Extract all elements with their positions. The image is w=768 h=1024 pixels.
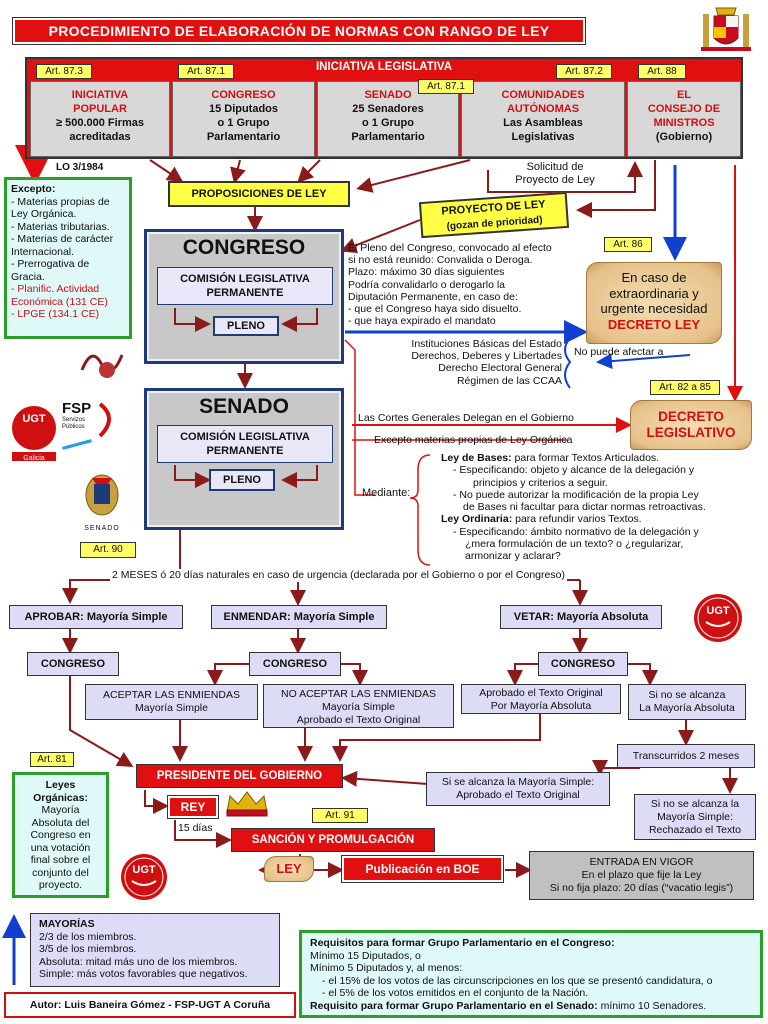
art-tag: Art. 90 [80,542,136,558]
ugt-logo-icon: UGT [119,852,169,902]
iniciativa-gobierno: EL CONSEJO DE MINISTROS (Gobierno) [627,81,741,157]
art-tag: Art. 81 [30,752,74,767]
page-title: PROCEDIMIENTO DE ELABORACIÓN DE NORMAS C… [12,17,586,45]
art-tag: Art. 88 [638,64,686,79]
no-afectar-text: No puede afectar a [574,346,664,358]
coat-of-arms-icon [700,4,752,54]
lo-label: LO 3/1984 [56,162,104,173]
excepto-item: - Materias de carácter Internacional. [11,233,114,258]
si-alcanza-simple-box: Si se alcanza la Mayoría Simple:Aprobado… [426,772,610,806]
cortes-text: Las Cortes Generales Delegan en el Gobie… [358,412,574,424]
art-tag: Art. 91 [312,808,368,823]
aprobar-box: APROBAR: Mayoría Simple [9,605,183,629]
rey-box: REY [167,795,219,819]
svg-text:UGT: UGT [706,605,730,617]
ugt-logo-icon: UGT Galicia [8,402,60,462]
congreso-label: CONGRESO [249,652,341,676]
ugt-logo-icon: UGT [692,592,744,644]
art-tag: Art. 87.1 [178,64,234,79]
iniciativa-header: INICIATIVA LEGISLATIVA [315,61,453,73]
ley-scroll: LEY [264,856,314,882]
proposiciones-box: PROPOSICIONES DE LEY [168,181,350,207]
excepto-title: Excepto: [11,183,56,195]
mediante-text: Mediante: [362,487,411,499]
iniciativa-congreso: CONGRESO 15 Diputados o 1 Grupo Parlamen… [172,81,315,157]
excepto-item: - LPGE (134.1 CE) [11,308,100,320]
quince-dias-text: 15 días [178,822,213,834]
art-tag: Art. 82 a 85 [650,380,720,395]
art-tag: Art. 87.3 [36,64,92,79]
mayorias-box: MAYORÍAS 2/3 de los miembros.3/5 de los … [30,913,280,987]
svg-text:UGT: UGT [22,413,46,425]
enmendar-box: ENMENDAR: Mayoría Simple [211,605,387,629]
fsp-logo-icon: FSP Servizos Públicos [62,400,120,460]
senado-pleno: PLENO [209,469,275,491]
excepto-item: - Materias tributarias. [11,220,110,233]
crown-icon [222,788,272,818]
congreso-pleno: PLENO [213,316,279,336]
excepto-item: - Prerrogativa de Gracia. [11,258,90,283]
transcurridos-box: Transcurridos 2 meses [617,744,755,768]
excepto-item: - Planific. Actividad Económica (131 CE) [11,283,108,308]
excepto-lo-text: Excepto materias propias de Ley Orgánica [374,434,573,446]
delegacion-text: Ley de Bases: para formar Textos Articul… [441,452,706,563]
senado-seal-icon: SENADO [76,470,128,536]
iniciativa-panel: INICIATIVA LEGISLATIVA INICIATIVA POPULA… [25,57,743,159]
excepto-box: Excepto: - Materias propias de Ley Orgán… [4,177,132,339]
hand-signature-icon [72,340,132,385]
iniciativa-popular: INICIATIVA POPULAR ≥ 500.000 Firmas acre… [30,81,170,157]
congreso-title: CONGRESO [182,236,306,259]
svg-text:UGT: UGT [132,864,156,876]
autor-box: Autor: Luis Baneira Gómez - FSP-UGT A Co… [4,992,296,1018]
requisitos-box: Requisitos para formar Grupo Parlamentar… [299,930,763,1018]
presidente-box: PRESIDENTE DEL GOBIERNO [136,764,343,788]
art-tag: Art. 86 [604,237,652,252]
senado-title: SENADO [199,395,289,418]
vetar-box: VETAR: Mayoría Absoluta [500,605,662,629]
pleno-congreso-text: El Pleno del Congreso, convocado al efec… [348,242,552,328]
congreso-label: CONGRESO [538,652,628,676]
iniciativa-ccaa: COMUNIDADES AUTÓNOMAS Las Asambleas Legi… [461,81,625,157]
plazo-text: 2 MESES ó 20 días naturales en caso de u… [110,569,567,582]
publicacion-box: Publicación en BOE [341,855,504,883]
art-tag: Art. 87.1 [418,79,474,94]
art-tag: Art. 87.2 [556,64,612,79]
excepto-item: - Materias propias de Ley Orgánica. [11,195,110,221]
sancion-box: SANCIÓN Y PROMULGACIÓN [231,828,435,852]
congreso-label: CONGRESO [27,652,119,676]
svg-text:Galicia: Galicia [23,455,45,462]
